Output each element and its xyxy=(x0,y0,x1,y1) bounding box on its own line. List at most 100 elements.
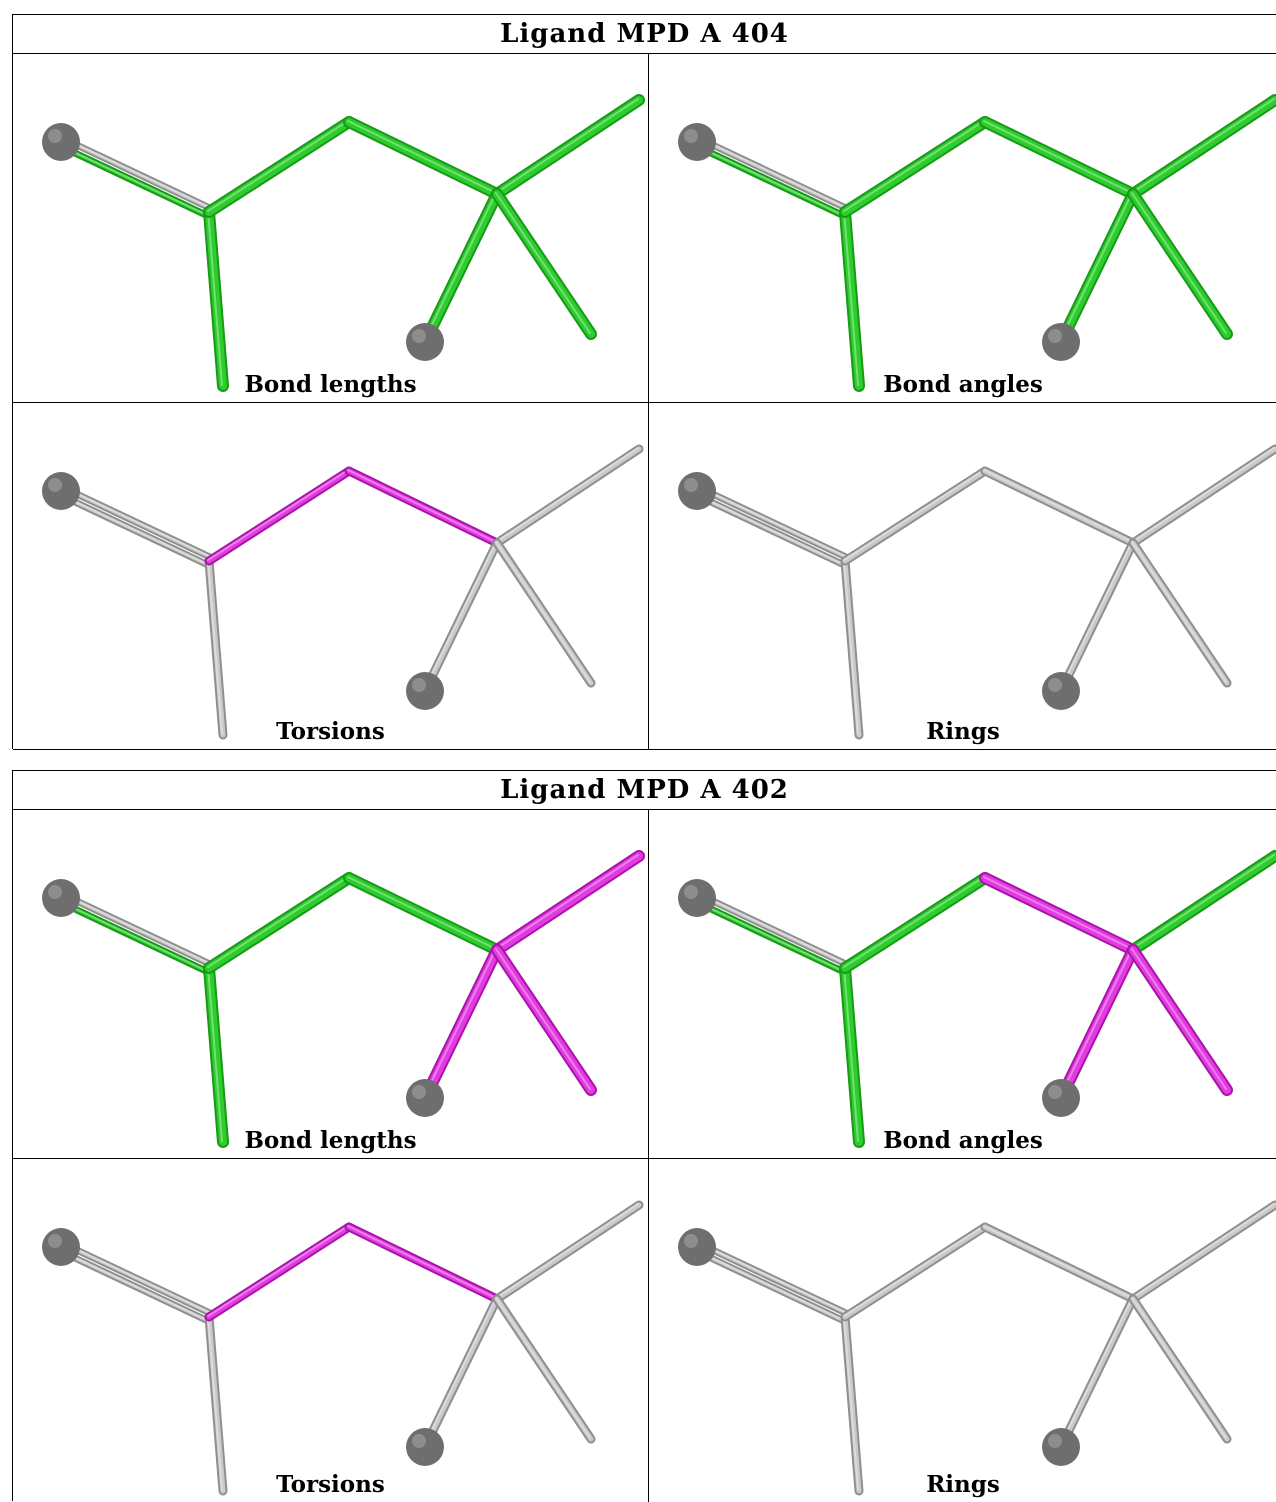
atom-o1-highlight xyxy=(48,885,62,899)
double-bond-line xyxy=(59,1239,215,1317)
molecule-diagram xyxy=(42,444,644,740)
bond-c3-c4 xyxy=(980,1222,1138,1304)
double-bond-line xyxy=(695,1239,851,1317)
atom-o2 xyxy=(1042,1079,1080,1117)
bond-c4-o2 xyxy=(419,944,503,1104)
double-bond-line xyxy=(55,898,211,976)
bond-c3-c4 xyxy=(343,872,503,956)
atom-o2-highlight xyxy=(1048,678,1062,692)
bond-c4-c6 xyxy=(492,538,596,688)
bond-c3-c4 xyxy=(980,466,1138,548)
atom-o1-highlight xyxy=(684,478,698,492)
atom-o1 xyxy=(678,472,716,510)
bond-c2-c1 xyxy=(204,1312,228,1496)
panel-torsions: Torsions xyxy=(13,403,649,750)
atom-o1 xyxy=(42,123,80,161)
panel-label: Torsions xyxy=(276,1471,385,1498)
panel-label: Bond lengths xyxy=(244,1127,417,1154)
molecule-diagram xyxy=(42,94,645,392)
panel-label: Bond angles xyxy=(883,371,1043,398)
panel-torsions: Torsions xyxy=(13,1159,649,1502)
double-bond-line xyxy=(691,142,847,220)
bond-c2-c3 xyxy=(204,466,354,566)
double-bond-line xyxy=(691,898,847,976)
ligand-table-404: Ligand MPD A 404 Bond lengths Bond angle… xyxy=(12,14,1276,750)
bond-c4-c6 xyxy=(1127,944,1233,1096)
bond-c3-c4 xyxy=(979,116,1139,200)
panel-label: Torsions xyxy=(276,718,385,745)
atom-o2-highlight xyxy=(412,1434,426,1448)
bond-c4-c5 xyxy=(492,1200,644,1304)
bond-c4-o2 xyxy=(1056,538,1138,696)
atom-o2-highlight xyxy=(1048,1085,1062,1099)
bond-c2-c1 xyxy=(204,556,228,740)
double-bond-line xyxy=(55,491,211,569)
atom-o2 xyxy=(406,1079,444,1117)
panel-bond-lengths: Bond lengths xyxy=(13,54,649,403)
atom-o1 xyxy=(42,879,80,917)
atom-o2 xyxy=(1042,672,1080,710)
molecule-diagram xyxy=(42,1200,644,1496)
atom-o1-highlight xyxy=(48,1234,62,1248)
panel-bond-angles: Bond angles xyxy=(649,810,1276,1159)
bond-c2-c1 xyxy=(203,962,229,1148)
bond-c2-c3 xyxy=(839,872,991,974)
atom-o1 xyxy=(678,1228,716,1266)
bond-c4-c5 xyxy=(1127,850,1276,956)
bond-c3-c4 xyxy=(979,872,1139,956)
bond-c3-c4 xyxy=(344,466,502,548)
atom-o1 xyxy=(42,472,80,510)
double-bond-line xyxy=(59,483,215,561)
ligand-title: Ligand MPD A 404 xyxy=(13,15,1276,54)
bond-c4-c5 xyxy=(491,850,645,956)
panel-label: Rings xyxy=(926,718,1000,745)
atom-o2-highlight xyxy=(412,678,426,692)
bond-c2-c3 xyxy=(203,116,355,218)
atom-o1-highlight xyxy=(684,1234,698,1248)
atom-o1-highlight xyxy=(48,478,62,492)
atom-o2 xyxy=(1042,1428,1080,1466)
double-bond-line xyxy=(695,134,851,212)
bond-c2-c1 xyxy=(840,1312,864,1496)
bond-c4-c5 xyxy=(1128,444,1276,548)
bond-c4-c5 xyxy=(1127,94,1276,200)
panel-label: Bond angles xyxy=(883,1127,1043,1154)
bond-c2-c1 xyxy=(203,206,229,392)
atom-o1 xyxy=(678,123,716,161)
panel-rings: Rings xyxy=(649,1159,1276,1502)
bond-c4-c5 xyxy=(492,444,644,548)
panel-label: Rings xyxy=(926,1471,1000,1498)
double-bond-line xyxy=(55,142,211,220)
atom-o1 xyxy=(42,1228,80,1266)
atom-o2 xyxy=(406,672,444,710)
panel-bond-lengths: Bond lengths xyxy=(13,810,649,1159)
atom-o2-highlight xyxy=(1048,329,1062,343)
atom-o1-highlight xyxy=(684,885,698,899)
bond-c3-c4 xyxy=(343,116,503,200)
bond-c4-o2 xyxy=(1055,944,1139,1104)
ligand-title: Ligand MPD A 402 xyxy=(13,771,1276,810)
molecule-diagram xyxy=(678,444,1276,740)
bond-c4-o2 xyxy=(420,1294,502,1452)
bond-c2-c1 xyxy=(840,556,864,740)
atom-o2-highlight xyxy=(412,1085,426,1099)
panel-bond-angles: Bond angles xyxy=(649,54,1276,403)
bond-c2-c3 xyxy=(840,1222,990,1322)
bond-c4-c6 xyxy=(1128,538,1232,688)
bond-c4-c6 xyxy=(491,188,597,340)
atom-o1-highlight xyxy=(684,129,698,143)
molecule-diagram xyxy=(42,850,645,1148)
double-bond-line xyxy=(695,890,851,968)
atom-o2 xyxy=(1042,323,1080,361)
double-bond-line xyxy=(691,491,847,569)
bond-c4-c5 xyxy=(1128,1200,1276,1304)
double-bond-line xyxy=(59,134,215,212)
bond-c2-c3 xyxy=(839,116,991,218)
double-bond-line xyxy=(695,483,851,561)
bond-c3-c4 xyxy=(344,1222,502,1304)
atom-o2-highlight xyxy=(1048,1434,1062,1448)
bond-c4-c6 xyxy=(491,944,597,1096)
atom-o2 xyxy=(406,323,444,361)
bond-c4-o2 xyxy=(1055,188,1139,348)
bond-c2-c3 xyxy=(203,872,355,974)
